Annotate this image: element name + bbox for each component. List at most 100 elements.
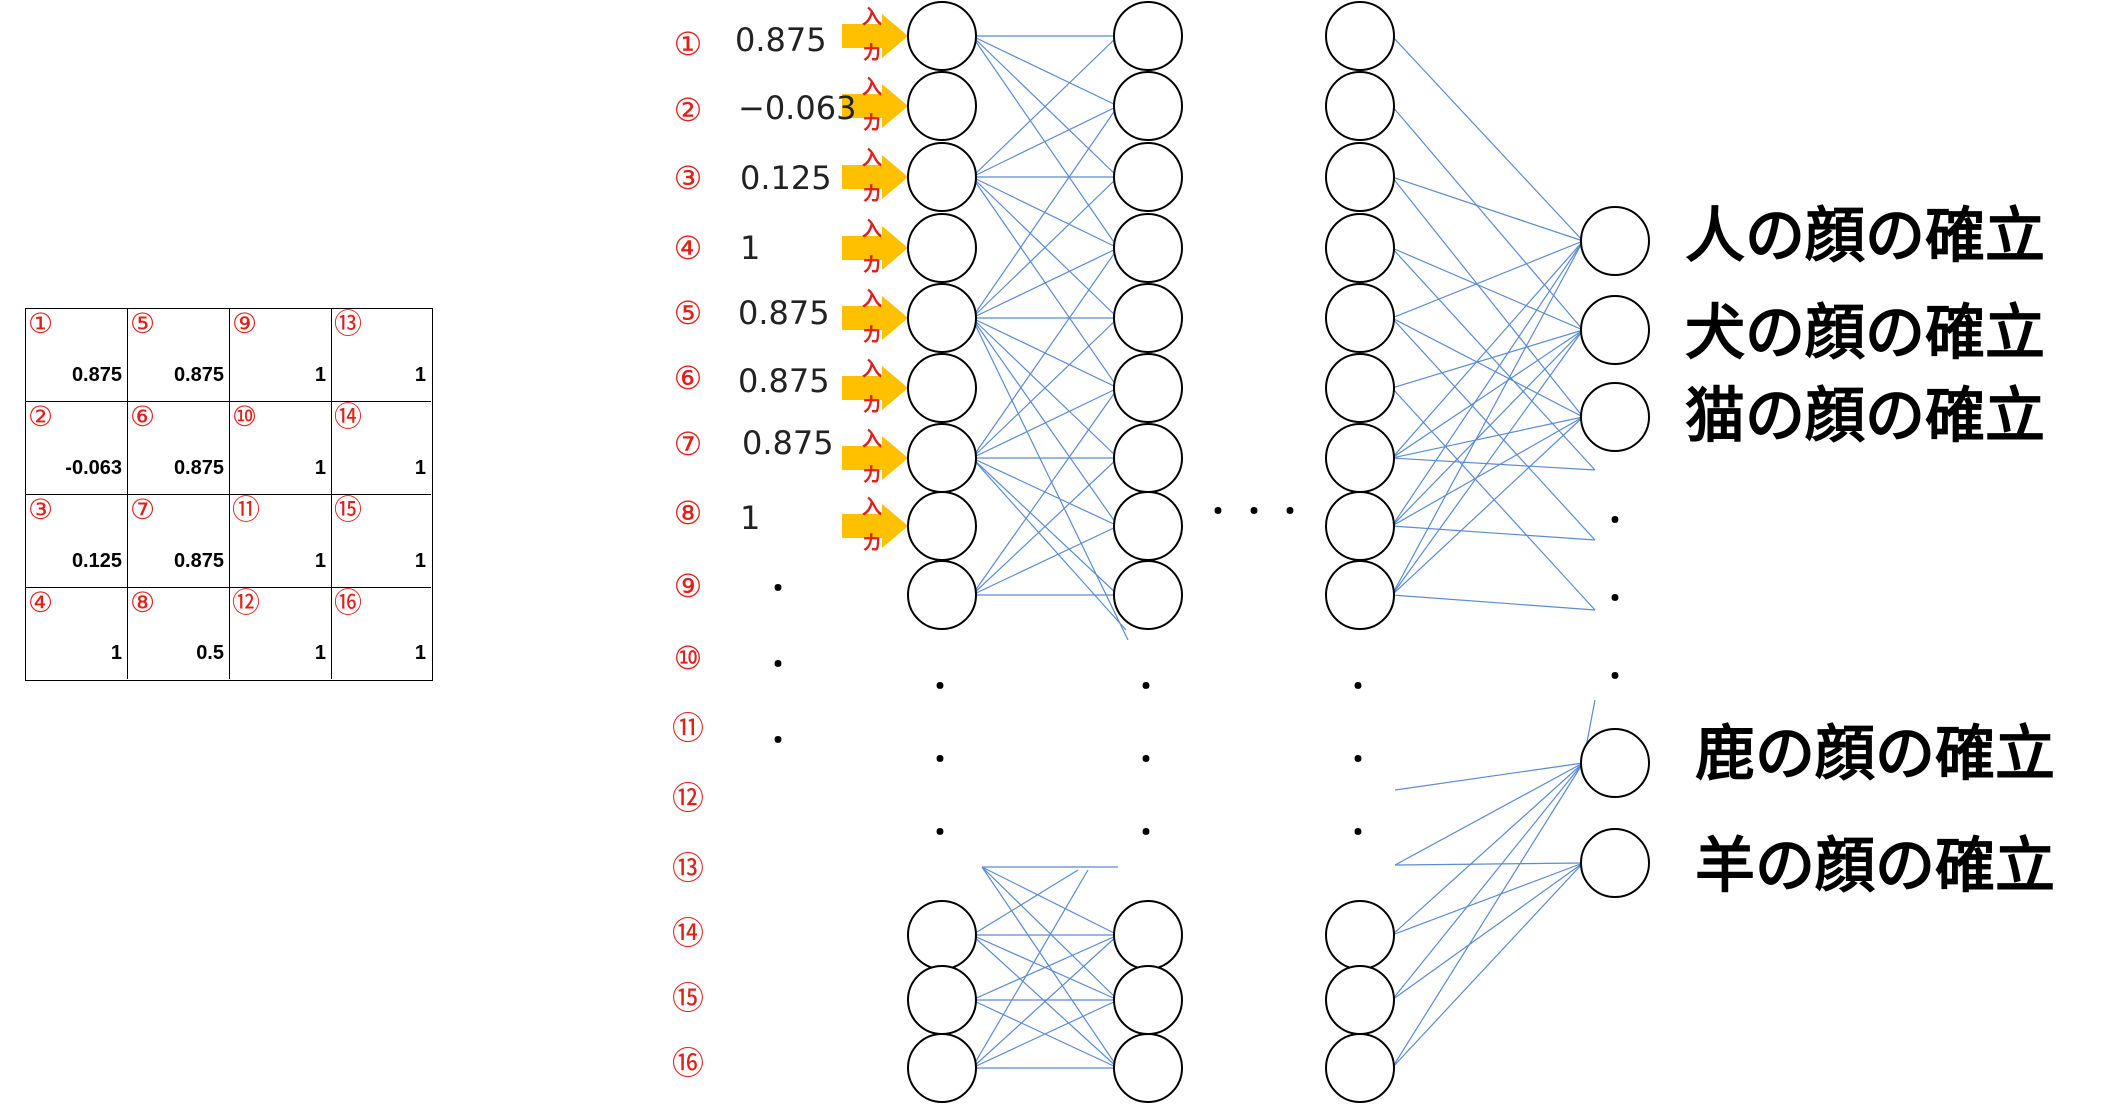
connection-line xyxy=(981,866,1119,936)
connection-line xyxy=(1391,317,1596,541)
connection-line xyxy=(981,866,1119,1001)
connection-line xyxy=(971,869,1079,936)
connection-line xyxy=(1391,329,1584,459)
arrow-label: カ xyxy=(862,393,882,417)
connection-line xyxy=(971,934,1119,1069)
connection-line xyxy=(971,457,1119,596)
ellipsis-dot: ・ xyxy=(764,648,792,681)
neuron-node xyxy=(1325,142,1395,212)
input-index: ⑩ xyxy=(674,639,703,677)
grid-cell-index: ② xyxy=(28,400,54,433)
connection-line xyxy=(1391,329,1584,596)
neuron-node xyxy=(1325,560,1395,630)
ellipsis-dot: ・ xyxy=(1601,582,1629,615)
input-value: 0.125 xyxy=(740,159,832,197)
neuron-node xyxy=(1580,828,1650,898)
grid-cell-index: ⑮ xyxy=(334,493,363,526)
connection-line xyxy=(1391,387,1596,611)
grid-cell-index: ⑧ xyxy=(130,586,156,619)
connection-line xyxy=(1391,240,1584,527)
grid-cell-value: 1 xyxy=(314,550,326,572)
connection-line xyxy=(1391,862,1584,936)
connection-line xyxy=(1391,416,1584,527)
grid-cell-value: 0.875 xyxy=(173,550,224,572)
arrow-label: 入 xyxy=(862,217,882,241)
ellipsis-dot: ・ xyxy=(1204,495,1232,528)
neuron-node xyxy=(1113,1,1183,71)
grid-cell-index: ④ xyxy=(28,586,54,619)
ellipsis-dot: ・ xyxy=(764,724,792,757)
arrow-label: カ xyxy=(862,531,882,555)
connection-line xyxy=(971,176,1119,319)
input-index: ⑭ xyxy=(672,914,704,952)
connection-line xyxy=(1391,35,1584,242)
neuron-node xyxy=(1325,965,1395,1035)
connection-line xyxy=(981,866,1119,1069)
arrow-label: 入 xyxy=(862,495,882,519)
neuron-node xyxy=(907,423,977,493)
neuron-node xyxy=(1113,965,1183,1035)
connection-line xyxy=(971,105,1119,319)
output-label: 鹿の顔の確立 xyxy=(1695,720,2055,790)
connection-line xyxy=(971,387,1119,459)
grid-cell-index: ⑩ xyxy=(232,400,258,433)
connection-line xyxy=(971,457,1127,631)
connection-line xyxy=(1391,176,1584,242)
neuron-node xyxy=(1113,900,1183,970)
output-label: 人の顔の確立 xyxy=(1685,202,2045,272)
neuron-node xyxy=(1580,728,1650,798)
connection-line xyxy=(971,999,1119,1069)
input-index: ⑮ xyxy=(672,979,704,1017)
neuron-node xyxy=(1113,142,1183,212)
neuron-node xyxy=(1580,206,1650,276)
connection-line xyxy=(971,387,1119,596)
arrow-label: 入 xyxy=(862,146,882,170)
input-value: 1 xyxy=(740,499,760,537)
input-index: ③ xyxy=(674,159,703,197)
connection-line xyxy=(1391,862,1584,1001)
neuron-node xyxy=(1325,423,1395,493)
ellipsis-dot: ・ xyxy=(1240,495,1268,528)
input-arrow-icon xyxy=(842,155,908,199)
input-index: ⑫ xyxy=(672,779,704,817)
neuron-node xyxy=(1113,1033,1183,1103)
output-label: 羊の顔の確立 xyxy=(1695,832,2055,902)
neuron-node xyxy=(907,1033,977,1103)
arrow-label: 入 xyxy=(862,427,882,451)
arrow-label: 入 xyxy=(862,75,882,99)
arrow-label: カ xyxy=(862,463,882,487)
ellipsis-dot: ・ xyxy=(1344,816,1372,849)
arrow-label: カ xyxy=(862,253,882,277)
grid-cell-index: ⑦ xyxy=(130,493,156,526)
arrow-label: 入 xyxy=(862,5,882,29)
connection-lines xyxy=(971,35,1596,1069)
ellipsis-dot: ・ xyxy=(1344,670,1372,703)
arrow-label: 入 xyxy=(862,357,882,381)
grid-cell-value: 0.875 xyxy=(71,364,122,386)
grid-cell-index: ③ xyxy=(28,493,54,526)
input-arrow-icon xyxy=(842,84,908,128)
neuron-node xyxy=(907,965,977,1035)
grid-cell-index: ⑥ xyxy=(130,400,156,433)
neuron-node xyxy=(1325,1033,1395,1103)
neuron-node xyxy=(907,491,977,561)
ellipsis-dot: ・ xyxy=(926,816,954,849)
input-index: ⑧ xyxy=(674,494,703,532)
input-value: −0.063 xyxy=(738,89,856,127)
neuron-node xyxy=(1113,71,1183,141)
connection-line xyxy=(1391,762,1584,1001)
grid-cell-value: 1 xyxy=(314,457,326,479)
grid-cell-value: 1 xyxy=(414,457,426,479)
input-arrow-icon xyxy=(842,366,908,410)
grid-cell-value: 1 xyxy=(414,364,426,386)
diagram-labels: 入カ入カ入カ入カ入カ入カ入カ入カ①②③④⑤⑥⑦⑧⑨⑩⑪⑫⑬⑭⑮⑯0.875−0.… xyxy=(672,5,2055,1083)
grid-cell-value: 0.875 xyxy=(173,364,224,386)
neuron-node xyxy=(1113,213,1183,283)
